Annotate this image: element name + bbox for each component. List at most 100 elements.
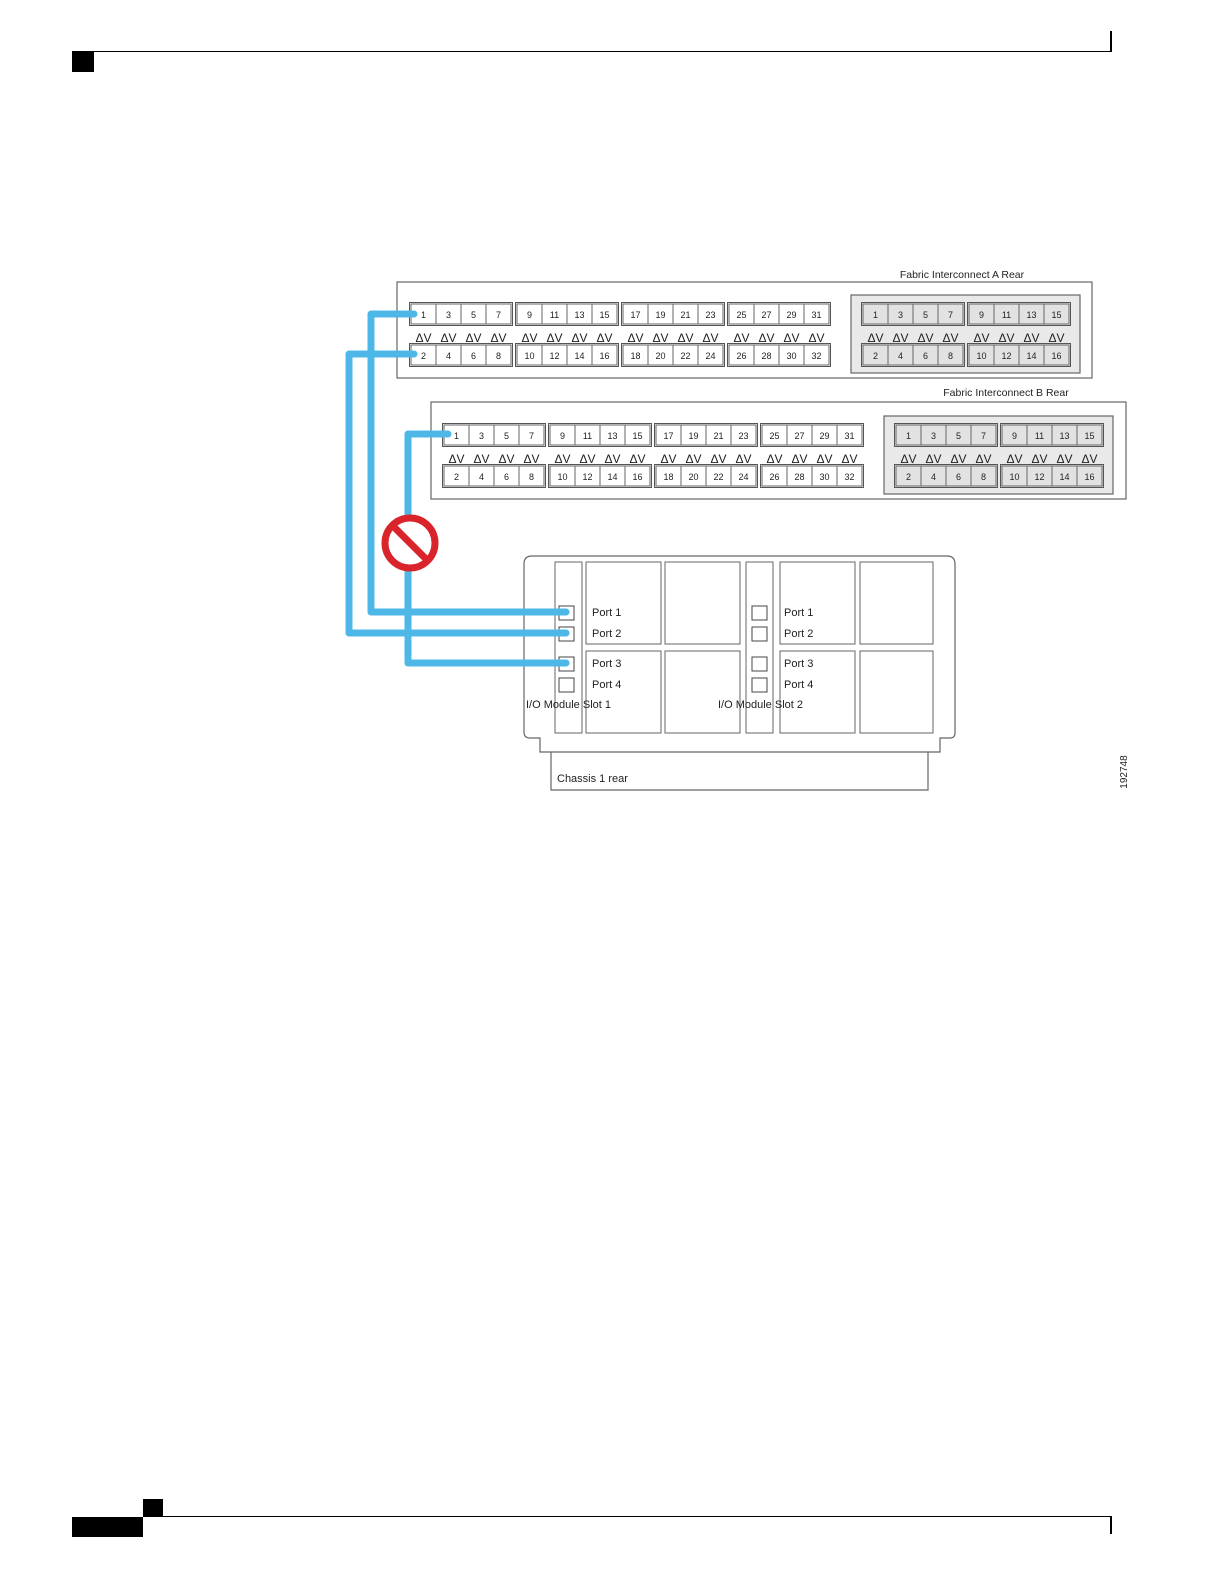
blade-slot (779, 561, 856, 645)
port-number: 25 (736, 310, 746, 320)
port-number: 6 (504, 472, 509, 482)
port-number: 9 (527, 310, 532, 320)
port-number: 20 (655, 351, 665, 361)
io1-port-2-label: Port 2 (592, 628, 621, 640)
cable-fi-a-port-1-to-io1-port-1 (367, 310, 570, 616)
port-number: 21 (680, 310, 690, 320)
io2-port-4-label: Port 4 (784, 679, 813, 691)
port-number: 18 (663, 472, 673, 482)
port-number: 3 (931, 431, 936, 441)
io-module-1 (554, 561, 583, 734)
blade-slot (585, 650, 662, 734)
port-number: 14 (1026, 351, 1036, 361)
port-number: 9 (560, 431, 565, 441)
port-led-indicator: ΔV (816, 452, 832, 466)
port-number: 15 (1051, 310, 1061, 320)
fabric-interconnect-a-ports: 1ΔV23ΔV45ΔV67ΔV89ΔV1011ΔV1213ΔV1415ΔV161… (409, 302, 831, 367)
page-footer-bar (72, 1517, 143, 1537)
port-number: 8 (529, 472, 534, 482)
port (836, 465, 863, 487)
port-led-indicator: ΔV (808, 331, 824, 345)
port-number: 1 (873, 310, 878, 320)
io-module-2 (745, 561, 774, 734)
port-number: 9 (979, 310, 984, 320)
port-number: 26 (769, 472, 779, 482)
page-header-marker (72, 52, 94, 72)
port-number: 7 (496, 310, 501, 320)
port-led-indicator: ΔV (473, 452, 489, 466)
blade-slot (779, 650, 856, 734)
blade-slot (664, 561, 741, 645)
port-led-indicator: ΔV (783, 331, 799, 345)
port-number: 29 (786, 310, 796, 320)
port-led-indicator: ΔV (579, 452, 595, 466)
port-led-indicator: ΔV (604, 452, 620, 466)
port-led-indicator: ΔV (660, 452, 676, 466)
port-group-outline (548, 423, 652, 447)
port-number: 14 (1059, 472, 1069, 482)
port-number: 14 (574, 351, 584, 361)
port-led-indicator: ΔV (652, 331, 668, 345)
port-number: 10 (1009, 472, 1019, 482)
port-group-outline (967, 302, 1071, 326)
port (591, 303, 618, 325)
port (697, 344, 724, 366)
io2-port-3 (751, 656, 768, 672)
io2-port-4 (751, 677, 768, 693)
port-number: 12 (1034, 472, 1044, 482)
port-number: 14 (607, 472, 617, 482)
port-led-indicator: ΔV (571, 331, 587, 345)
port-group-outline (442, 464, 546, 488)
port-number: 1 (906, 431, 911, 441)
port-group-outline (1000, 464, 1104, 488)
port-number: 4 (931, 472, 936, 482)
port-number: 15 (599, 310, 609, 320)
port-number: 5 (956, 431, 961, 441)
blade-slot (859, 561, 934, 645)
port-number: 11 (1002, 310, 1011, 320)
port-led-indicator: ΔV (685, 452, 701, 466)
port-led-indicator: ΔV (791, 452, 807, 466)
port-number: 16 (599, 351, 609, 361)
port-number: 3 (898, 310, 903, 320)
io2-port-2-label: Port 2 (784, 628, 813, 640)
port-number: 5 (471, 310, 476, 320)
port (485, 344, 512, 366)
port-led-indicator: ΔV (900, 452, 916, 466)
io1-port-1-label: Port 1 (592, 607, 621, 619)
port-led-indicator: ΔV (465, 331, 481, 345)
port-number: 19 (655, 310, 665, 320)
port-led-indicator: ΔV (1056, 452, 1072, 466)
port-led-indicator: ΔV (629, 452, 645, 466)
port (937, 303, 964, 325)
port-led-indicator: ΔV (917, 331, 933, 345)
port-group-outline (621, 302, 725, 326)
prohibited-icon (381, 514, 439, 572)
port-led-indicator: ΔV (702, 331, 718, 345)
port (518, 465, 545, 487)
port-number: 29 (819, 431, 829, 441)
port-number: 8 (948, 351, 953, 361)
port-number: 10 (524, 351, 534, 361)
port-led-indicator: ΔV (973, 331, 989, 345)
page-header-rule (72, 51, 1112, 52)
fabric-interconnect-b: Fabric Interconnect B Rear 1ΔV23ΔV45ΔV67… (430, 387, 1127, 500)
port-number: 13 (1026, 310, 1036, 320)
port-group-outline (727, 302, 831, 326)
port-number: 1 (421, 310, 426, 320)
port-number: 4 (898, 351, 903, 361)
port-number: 9 (1012, 431, 1017, 441)
fabric-interconnect-b-label: Fabric Interconnect B Rear (943, 387, 1069, 399)
io1-port-4-label: Port 4 (592, 679, 621, 691)
port-group-outline (1000, 423, 1104, 447)
port-led-indicator: ΔV (521, 331, 537, 345)
port-led-indicator: ΔV (523, 452, 539, 466)
port-led-indicator: ΔV (448, 452, 464, 466)
port (1076, 465, 1103, 487)
port-led-indicator: ΔV (554, 452, 570, 466)
io1-port-3-label: Port 3 (592, 658, 621, 670)
port-number: 31 (811, 310, 821, 320)
port-group-outline (727, 343, 831, 367)
port-number: 6 (471, 351, 476, 361)
port-number: 12 (1001, 351, 1011, 361)
